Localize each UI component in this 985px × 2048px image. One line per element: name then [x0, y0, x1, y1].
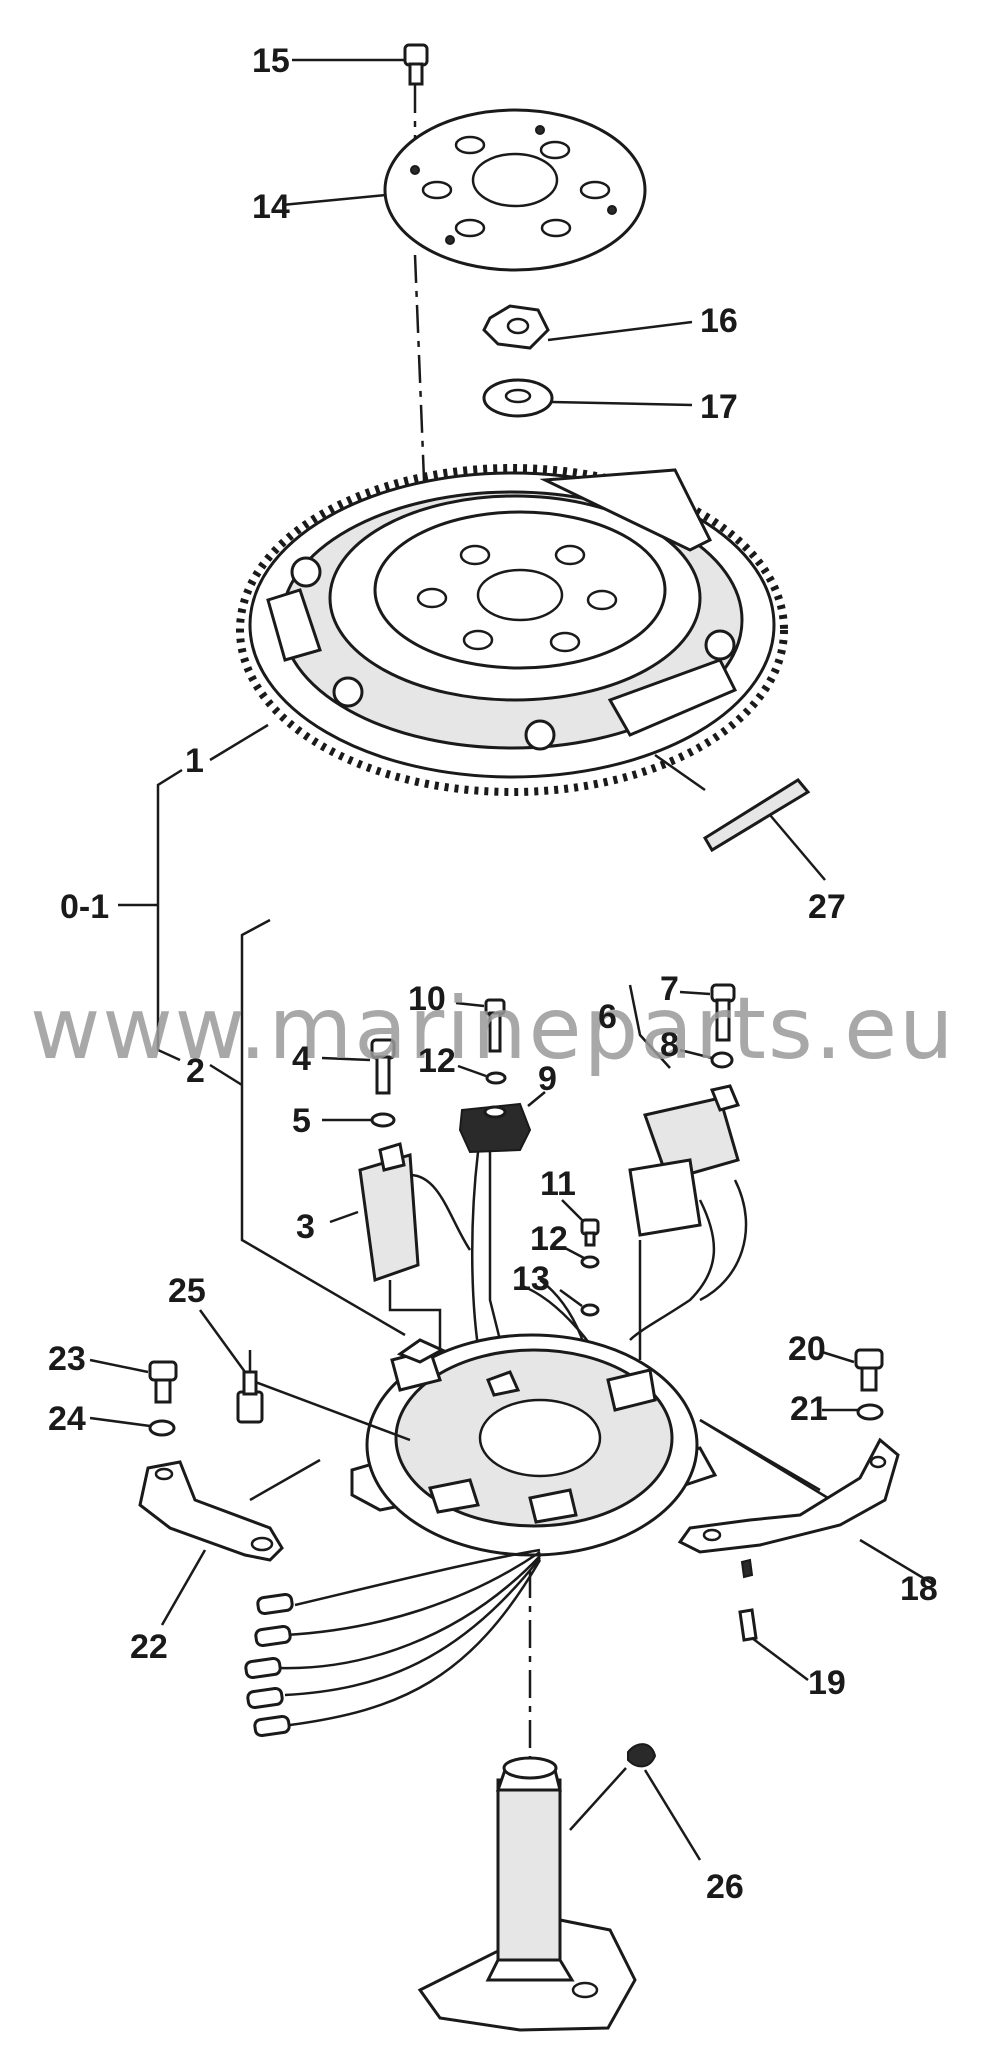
part-23-screw	[89, 1358, 178, 1404]
label-part-7: 7	[660, 970, 679, 1008]
label-part-8: 8	[660, 1026, 679, 1064]
part-24-washer	[89, 1416, 176, 1437]
label-part-11: 11	[540, 1165, 576, 1203]
part-14-plate	[281, 108, 647, 272]
part-1-flywheel	[209, 464, 788, 796]
label-part-16: 16	[700, 302, 738, 340]
part-12-washer-upper	[457, 1064, 507, 1085]
label-part-2: 2	[186, 1052, 205, 1090]
label-part-19: 19	[808, 1664, 846, 1702]
part-19-pin	[738, 1558, 809, 1681]
label-part-0-1: 0-1	[60, 888, 109, 926]
label-part-15: 15	[252, 42, 290, 80]
group-bracket-lines	[118, 768, 406, 1337]
label-part-3: 3	[296, 1208, 315, 1246]
part-15-screw	[292, 43, 429, 86]
part-18-arm	[677, 1418, 936, 1587]
part-17-washer	[482, 378, 693, 418]
label-part-5: 5	[292, 1102, 311, 1140]
label-part-14: 14	[252, 188, 290, 226]
part-5-washer	[322, 1112, 396, 1128]
label-part-1: 1	[185, 742, 204, 780]
label-part-4: 4	[292, 1040, 311, 1078]
label-part-10: 10	[408, 980, 446, 1018]
label-part-12-lower: 12	[530, 1220, 568, 1258]
label-part-24: 24	[48, 1400, 86, 1438]
label-part-26: 26	[706, 1868, 744, 1906]
label-part-25: 25	[168, 1272, 206, 1310]
part-3-coil	[329, 1142, 472, 1360]
part-2-stator-plate	[244, 1333, 821, 1738]
label-part-12-upper: 12	[418, 1042, 456, 1080]
label-part-9: 9	[538, 1060, 557, 1098]
part-20-screw	[821, 1348, 884, 1392]
part-7-screw	[679, 983, 736, 1042]
label-part-27: 27	[808, 888, 846, 926]
label-part-23: 23	[48, 1340, 86, 1378]
label-part-18: 18	[900, 1570, 938, 1608]
label-part-6: 6	[598, 998, 617, 1036]
label-part-20: 20	[788, 1330, 826, 1368]
part-26-key	[569, 1743, 702, 1861]
part-27-clip	[654, 753, 826, 881]
part-8-washer	[679, 1048, 734, 1069]
label-part-17: 17	[700, 388, 738, 426]
part-22-arm	[138, 1458, 321, 1626]
watermark-text: www.marineparts.eu	[30, 979, 956, 1079]
part-10-screw	[455, 998, 506, 1053]
part-21-washer	[822, 1403, 884, 1421]
part-6-coil	[628, 984, 748, 1360]
part-shaft-base	[417, 1756, 637, 2032]
part-11-screw	[561, 1199, 600, 1247]
part-9-sensor	[458, 1091, 546, 1361]
label-part-22: 22	[130, 1628, 168, 1666]
part-16-nut	[482, 304, 693, 350]
part-12-washer-lower	[564, 1246, 600, 1269]
part-25-stud	[198, 1309, 264, 1424]
part-4-screw	[321, 1038, 396, 1095]
label-part-13: 13	[512, 1260, 550, 1298]
label-part-21: 21	[790, 1390, 828, 1428]
